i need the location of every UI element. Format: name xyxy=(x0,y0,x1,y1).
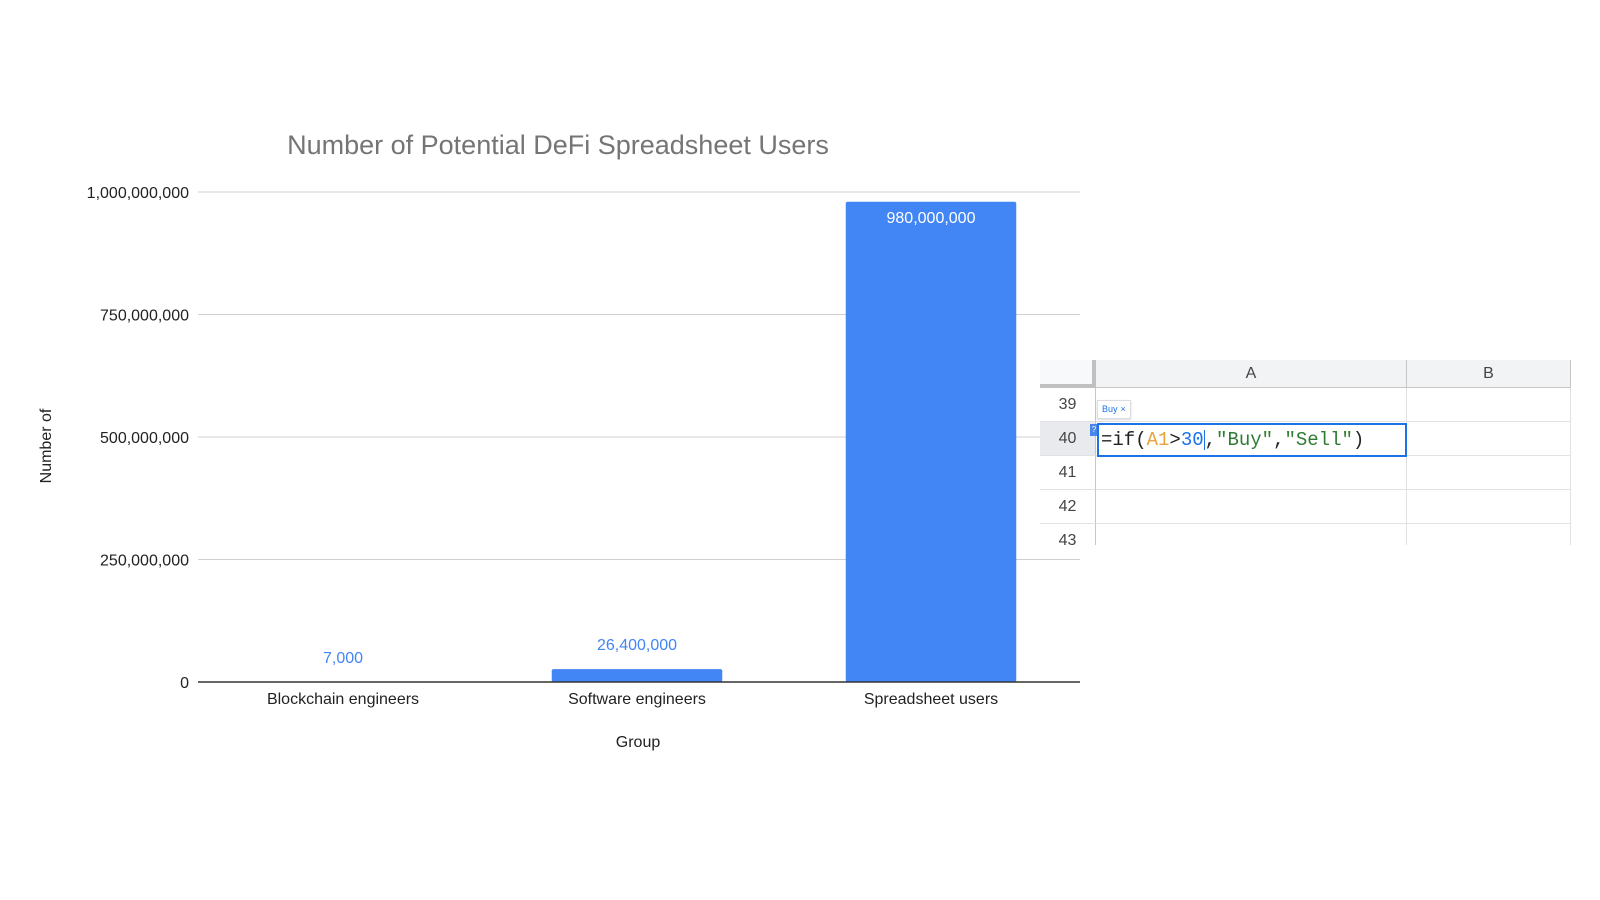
formula-token: "Buy" xyxy=(1216,429,1274,451)
y-axis-title: Number of xyxy=(38,408,55,483)
formula-token: , xyxy=(1273,429,1285,451)
preview-close-icon[interactable]: × xyxy=(1120,404,1126,414)
text-caret xyxy=(1203,429,1205,450)
formula-token: , xyxy=(1204,429,1217,451)
row-header-39[interactable]: 39 xyxy=(1040,388,1096,422)
column-header-a[interactable]: A xyxy=(1096,360,1407,388)
active-cell-editor[interactable]: =if(A1>30,"Buy","Sell") xyxy=(1097,423,1407,457)
formula-token: 30 xyxy=(1180,429,1204,451)
x-tick-label: Spreadsheet users xyxy=(864,691,998,708)
y-tick-label: 250,000,000 xyxy=(100,553,189,570)
chart-title: Number of Potential DeFi Spreadsheet Use… xyxy=(287,130,829,160)
data-label: 26,400,000 xyxy=(597,637,677,654)
row-header-43[interactable]: 43 xyxy=(1040,524,1096,545)
x-tick-label: Blockchain engineers xyxy=(267,691,419,708)
formula-token: "Sell" xyxy=(1284,429,1353,451)
data-labels: 7,000 26,400,000 980,000,000 xyxy=(323,210,976,667)
bars xyxy=(257,201,1017,683)
column-header-b[interactable]: B xyxy=(1407,360,1571,388)
formula-result-preview: Buy× xyxy=(1097,400,1131,419)
bar-chart: Number of Potential DeFi Spreadsheet Use… xyxy=(38,130,1080,751)
select-all-corner[interactable] xyxy=(1040,360,1096,388)
x-tick-label: Software engineers xyxy=(568,691,706,708)
cell-a41[interactable] xyxy=(1096,456,1407,490)
cell-a43[interactable] xyxy=(1096,524,1407,545)
row-header-41[interactable]: 41 xyxy=(1040,456,1096,490)
y-tick-label: 0 xyxy=(180,675,189,692)
formula-help-badge[interactable]: ? xyxy=(1090,424,1098,436)
x-axis-ticks: Blockchain engineers Software engineers Sp… xyxy=(267,691,998,708)
cell-b39[interactable] xyxy=(1407,388,1571,422)
cell-a39[interactable] xyxy=(1096,388,1407,422)
y-tick-label: 750,000,000 xyxy=(100,308,189,325)
bar xyxy=(551,669,723,682)
formula-token: > xyxy=(1169,429,1181,451)
cell-a42[interactable] xyxy=(1096,490,1407,524)
formula-token: A1 xyxy=(1146,429,1170,451)
y-tick-label: 500,000,000 xyxy=(100,430,189,447)
row-header-42[interactable]: 42 xyxy=(1040,490,1096,524)
x-axis-title: Group xyxy=(616,734,661,751)
data-label: 7,000 xyxy=(323,650,363,667)
cell-b41[interactable] xyxy=(1407,456,1571,490)
cell-b43[interactable] xyxy=(1407,524,1571,545)
formula-token: =if( xyxy=(1101,429,1147,451)
data-label: 980,000,000 xyxy=(887,210,976,227)
preview-value: Buy xyxy=(1102,404,1118,414)
cell-b42[interactable] xyxy=(1407,490,1571,524)
formula-token: ) xyxy=(1352,429,1365,451)
y-tick-label: 1,000,000,000 xyxy=(87,185,189,202)
y-axis-ticks: 0 250,000,000 500,000,000 750,000,000 1,000,… xyxy=(87,185,189,692)
row-header-40[interactable]: 40 xyxy=(1040,422,1096,456)
cell-b40[interactable] xyxy=(1407,422,1571,456)
bar xyxy=(845,201,1017,683)
